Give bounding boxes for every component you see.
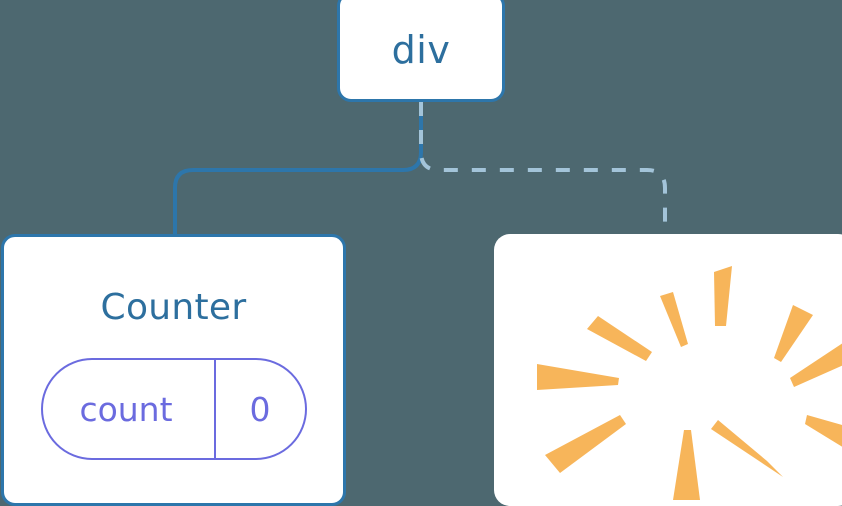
ray-wnw [537,364,619,390]
ray-n [714,266,732,326]
ray-ene [790,343,842,387]
ray-nw [587,316,652,361]
node-div[interactable]: div [337,0,505,102]
ray-nnw [660,292,688,347]
ray-s [673,430,700,500]
edge-div-to-counter [173,102,423,236]
state-pill-key-label: count [79,389,173,429]
node-div-label: div [391,28,451,72]
ray-wsw [545,415,626,473]
state-pill-count[interactable]: count 0 [40,358,307,460]
node-counter[interactable]: Counter count 0 [1,234,346,506]
sparkle-burst-icon [537,266,842,500]
node-burst[interactable] [494,234,842,506]
edge-div-to-burst [419,102,667,236]
ray-nne [774,305,813,362]
ray-sse [711,420,783,477]
node-counter-title: Counter [100,287,247,328]
ray-ese [805,415,842,447]
state-pill-key: count [43,360,216,458]
state-pill-value: 0 [216,360,305,458]
state-pill-value-label: 0 [249,389,271,429]
